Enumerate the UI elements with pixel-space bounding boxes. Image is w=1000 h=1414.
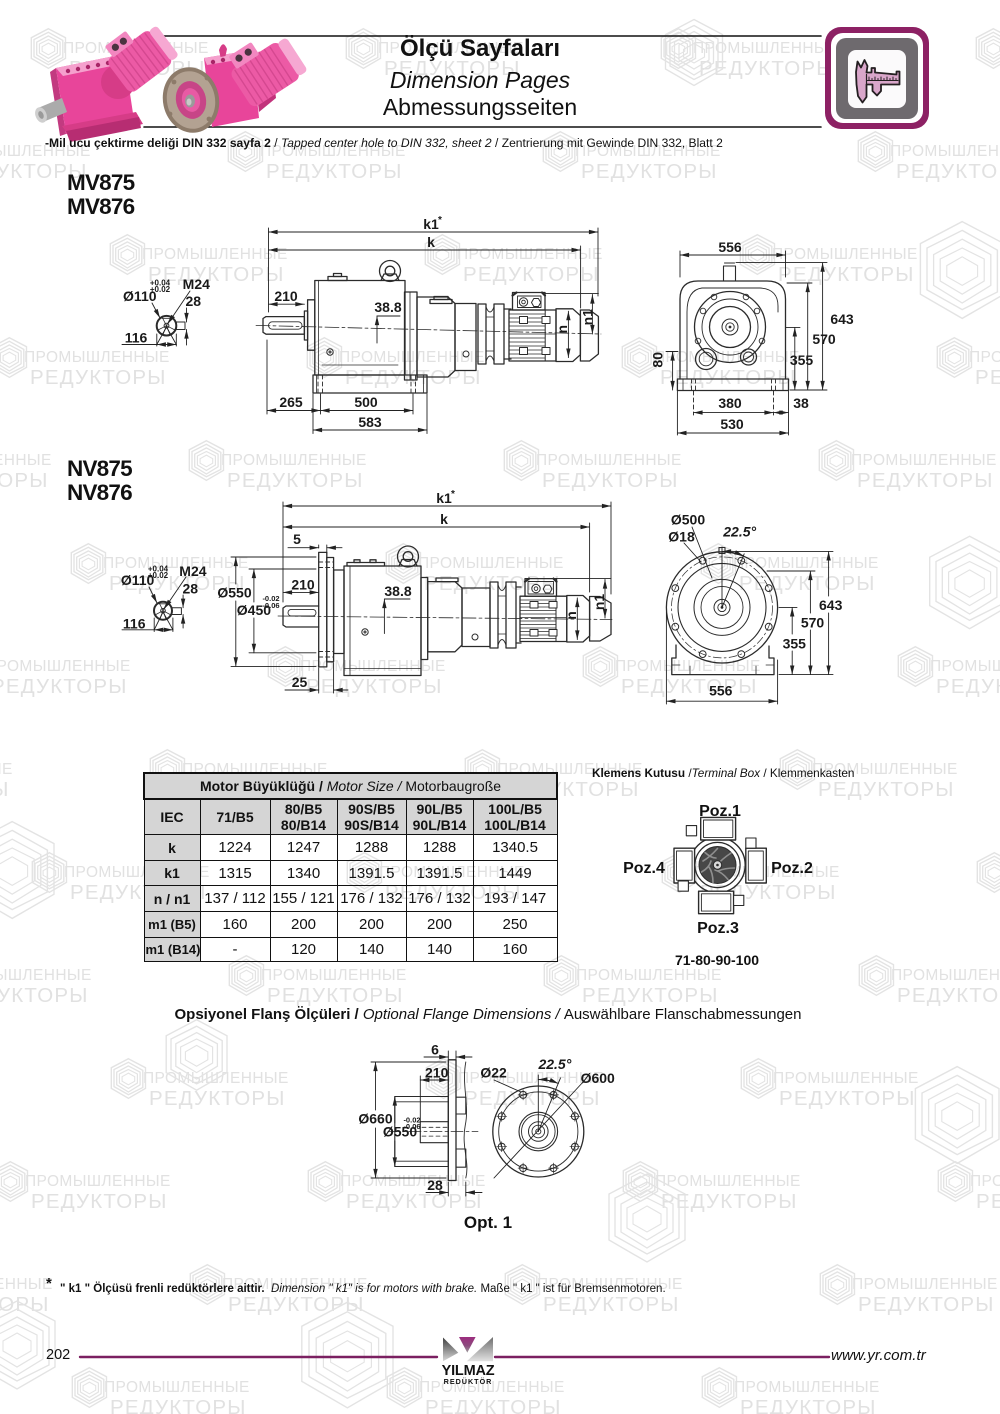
svg-text:116: 116	[125, 330, 148, 346]
svg-text:REDÜKTÖR: REDÜKTÖR	[444, 1377, 493, 1386]
svg-text:6: 6	[431, 1042, 439, 1058]
svg-text:k: k	[427, 234, 435, 250]
svg-text:25: 25	[292, 674, 308, 690]
svg-text:-0.02: -0.02	[403, 1116, 420, 1125]
svg-text:-0.06: -0.06	[262, 601, 279, 610]
svg-text:k1: k1	[423, 216, 439, 232]
svg-text:556: 556	[709, 683, 733, 699]
svg-text:Ø18: Ø18	[668, 529, 695, 545]
svg-text:n1: n1	[579, 309, 595, 326]
svg-text:+0.02: +0.02	[150, 285, 171, 294]
svg-text:*: *	[438, 215, 442, 226]
svg-text:5: 5	[293, 531, 301, 547]
svg-text:210: 210	[291, 577, 315, 593]
svg-text:116: 116	[123, 616, 146, 632]
svg-text:n: n	[554, 325, 570, 334]
svg-text:+0.04: +0.04	[150, 279, 171, 288]
svg-text:Ø110: Ø110	[123, 288, 157, 304]
svg-text:28: 28	[186, 293, 202, 309]
svg-text:38: 38	[793, 395, 809, 411]
svg-text:22.5°: 22.5°	[537, 1056, 571, 1072]
svg-text:80: 80	[650, 352, 666, 368]
svg-text:+0.04: +0.04	[148, 565, 169, 574]
svg-text:Ø22: Ø22	[480, 1065, 507, 1081]
svg-text:M24: M24	[183, 276, 210, 292]
svg-text:Ø660: Ø660	[358, 1111, 392, 1127]
svg-text:M24: M24	[179, 563, 206, 579]
svg-text:Ø600: Ø600	[581, 1070, 615, 1086]
svg-text:530: 530	[720, 416, 744, 432]
svg-text:643: 643	[830, 311, 854, 327]
svg-text:28: 28	[183, 581, 199, 597]
svg-text:YILMAZ: YILMAZ	[442, 1363, 495, 1379]
svg-text:500: 500	[354, 394, 378, 410]
svg-text:n: n	[563, 611, 579, 620]
svg-text:355: 355	[783, 636, 807, 652]
svg-text:643: 643	[819, 597, 843, 613]
svg-text:Ø450: Ø450	[237, 602, 271, 618]
svg-text:570: 570	[812, 331, 836, 347]
svg-text:38.8: 38.8	[374, 299, 401, 315]
svg-text:+0.02: +0.02	[148, 571, 169, 580]
svg-text:570: 570	[801, 615, 825, 631]
svg-text:355: 355	[790, 352, 814, 368]
svg-text:Ø110: Ø110	[121, 572, 155, 588]
svg-text:210: 210	[425, 1065, 449, 1081]
svg-text:*: *	[451, 489, 455, 500]
svg-text:583: 583	[358, 414, 382, 430]
svg-text:380: 380	[718, 395, 742, 411]
svg-text:-0.06: -0.06	[403, 1122, 420, 1131]
svg-text:n1: n1	[591, 594, 607, 611]
svg-text:265: 265	[279, 394, 303, 410]
svg-text:38.8: 38.8	[384, 583, 411, 599]
svg-text:Ø500: Ø500	[671, 512, 705, 528]
svg-text:556: 556	[718, 239, 742, 255]
svg-text:Ø550: Ø550	[383, 1124, 417, 1140]
svg-text:210: 210	[274, 288, 298, 304]
svg-text:22.5°: 22.5°	[722, 524, 756, 540]
svg-text:28: 28	[427, 1177, 443, 1193]
svg-text:k1: k1	[436, 490, 452, 506]
svg-text:-0.02: -0.02	[262, 594, 279, 603]
svg-text:Ø550: Ø550	[217, 585, 251, 601]
svg-text:k: k	[440, 511, 448, 527]
